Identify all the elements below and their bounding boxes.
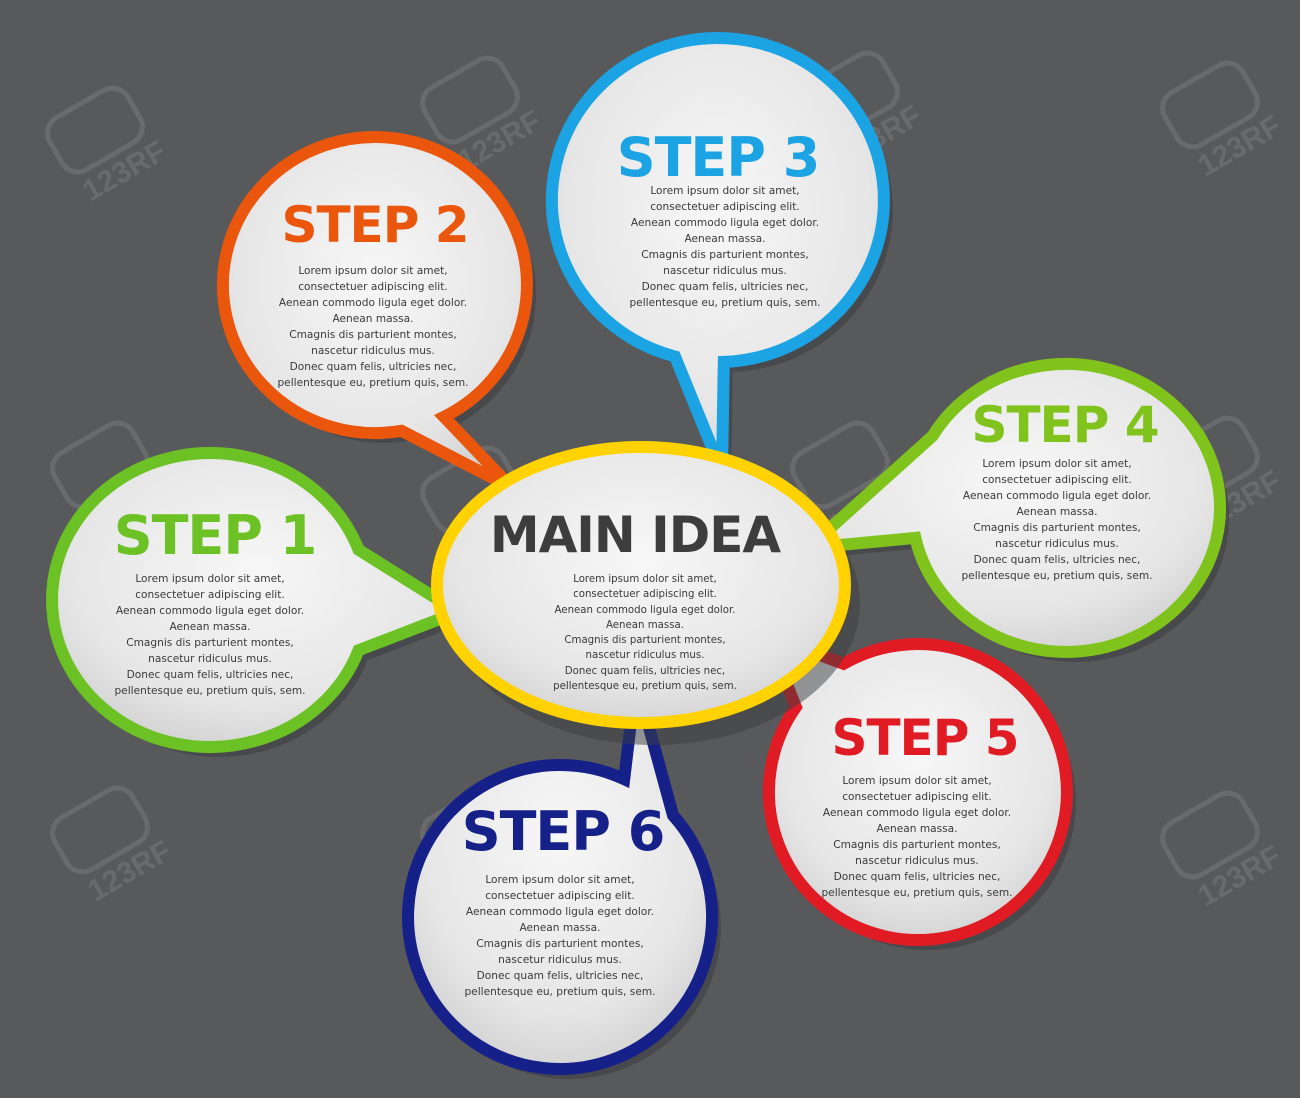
step-2-shape-outline xyxy=(216,131,533,494)
step-1-body: Lorem ipsum dolor sit amet, consectetuer… xyxy=(114,573,306,697)
main-idea-body: Lorem ipsum dolor sit amet, consectetuer… xyxy=(553,574,737,693)
watermark-mark: 123RF xyxy=(45,85,172,208)
step-5-shape-outline xyxy=(757,625,1073,946)
step-6-body: Lorem ipsum dolor sit amet, consectetuer… xyxy=(464,874,656,998)
step-4-body: Lorem ipsum dolor sit amet, consectetuer… xyxy=(961,458,1153,582)
step-2-title: STEP 2 xyxy=(281,196,469,254)
step-6-shape xyxy=(402,678,722,1079)
step-6-title: STEP 6 xyxy=(461,800,666,863)
main-idea-title: MAIN IDEA xyxy=(489,506,781,564)
step-6-shape-outline xyxy=(402,678,719,1075)
step-2-shape xyxy=(216,131,536,498)
step-5-shape xyxy=(757,625,1076,951)
watermark-mark: 123RF xyxy=(1160,60,1287,183)
step-3-shape xyxy=(545,32,893,482)
step-4-title: STEP 4 xyxy=(971,396,1159,454)
step-1-title: STEP 1 xyxy=(113,504,318,567)
step-4-shape-outline xyxy=(790,357,1227,658)
step-4-shape xyxy=(790,357,1230,662)
watermark-mark: 123RF xyxy=(1160,790,1287,913)
main-idea-shape xyxy=(431,441,860,745)
step-1-shape xyxy=(46,447,472,757)
step-2-body: Lorem ipsum dolor sit amet, consectetuer… xyxy=(277,265,469,389)
step-1-shape-outline xyxy=(46,447,472,753)
watermark-mark: 123RF xyxy=(50,785,177,908)
step-3-body: Lorem ipsum dolor sit amet, consectetuer… xyxy=(629,185,821,309)
step-3-shape-outline xyxy=(545,32,890,475)
step-5-body: Lorem ipsum dolor sit amet, consectetuer… xyxy=(821,775,1013,899)
main-idea-outline xyxy=(431,441,851,729)
step-5-title: STEP 5 xyxy=(831,709,1019,767)
step-3-title: STEP 3 xyxy=(616,126,821,189)
